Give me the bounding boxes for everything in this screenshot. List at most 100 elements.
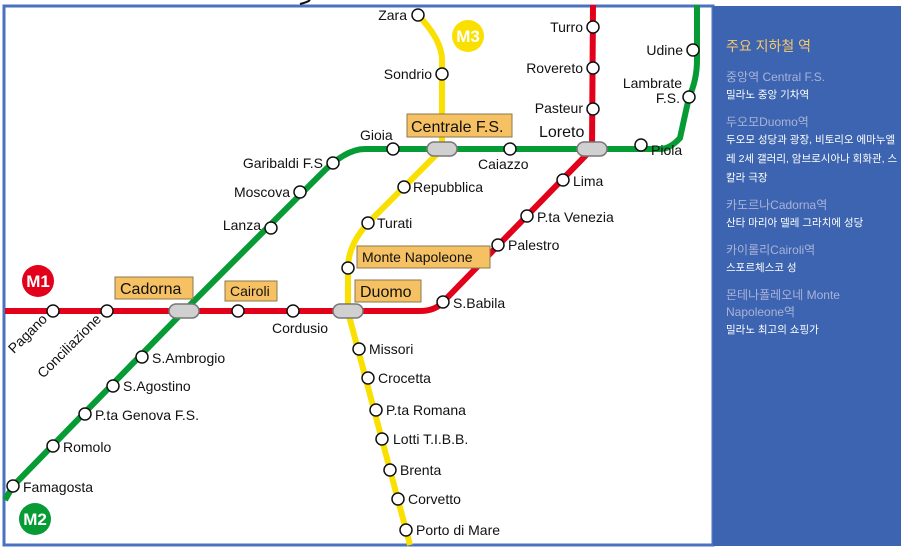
label-box-montenapoleone xyxy=(356,245,491,269)
station-zara[interactable] xyxy=(411,8,425,22)
label-missori: Missori xyxy=(369,341,413,357)
item-desc: 밀라노 중앙 기차역 xyxy=(726,89,810,101)
station-pagano[interactable] xyxy=(46,304,60,318)
label-zara: Zara xyxy=(378,7,407,23)
svg-text:M1: M1 xyxy=(26,272,50,291)
station-sondrio[interactable] xyxy=(435,67,449,81)
station-turati[interactable] xyxy=(361,216,375,230)
station-garibaldi[interactable] xyxy=(326,156,340,170)
station-rovereto[interactable] xyxy=(586,61,600,75)
label-sbabila: S.Babila xyxy=(453,295,505,311)
panel-item-centrale: 중앙역 Central F.S. 밀라노 중앙 기차역 xyxy=(726,69,901,105)
station-turro[interactable] xyxy=(586,20,600,34)
station-famagosta[interactable] xyxy=(6,479,20,493)
label-cordusio: Cordusio xyxy=(272,320,328,336)
label-box-cadorna xyxy=(114,276,194,300)
station-repubblica[interactable] xyxy=(397,180,411,194)
label-lambrate: Lambrate xyxy=(623,75,682,91)
interchange-loreto[interactable] xyxy=(576,141,608,157)
station-cordusio[interactable] xyxy=(286,304,300,318)
label-moscova: Moscova xyxy=(234,184,290,200)
label-udine: Udine xyxy=(646,42,683,58)
item-name: 몬테나폴레오네 Monte Napoleone역 xyxy=(726,288,840,319)
interchange-cadorna[interactable] xyxy=(168,303,200,319)
label-gioia: Gioia xyxy=(360,127,393,143)
station-caiazzo[interactable] xyxy=(503,142,517,156)
label-centrale: Centrale F.S. xyxy=(411,119,503,136)
station-ptaromana[interactable] xyxy=(369,403,383,417)
svg-text:M2: M2 xyxy=(23,510,47,529)
svg-text:M3: M3 xyxy=(456,27,480,46)
station-corvetto[interactable] xyxy=(391,492,405,506)
item-name: 카도르나Cadorna역 xyxy=(726,198,828,212)
panel-item-cairoli: 카이롤리Cairoli역 스포르체스코 성 xyxy=(726,242,901,278)
station-ptagenova[interactable] xyxy=(78,407,92,421)
station-sambrogio[interactable] xyxy=(135,350,149,364)
label-sagostino: S.Agostino xyxy=(123,378,191,394)
label-montenapoleone: Monte Napoleone xyxy=(362,249,473,265)
station-lotti[interactable] xyxy=(375,432,389,446)
label-rovereto: Rovereto xyxy=(526,60,583,76)
station-pasteur[interactable] xyxy=(586,102,600,116)
item-name: 두오모Duomo역 xyxy=(726,115,809,129)
station-moscova[interactable] xyxy=(293,185,307,199)
item-desc: 스포르체스코 성 xyxy=(726,262,797,274)
station-portodimare[interactable] xyxy=(399,523,413,537)
label-box-centrale xyxy=(406,113,513,138)
station-lambrate[interactable] xyxy=(682,90,696,104)
station-udine[interactable] xyxy=(686,43,700,57)
station-cairoli[interactable] xyxy=(231,304,245,318)
info-panel: 주요 지하철 역 중앙역 Central F.S. 밀라노 중앙 기차역 두오모… xyxy=(713,6,901,546)
label-palestro: Palestro xyxy=(508,237,560,253)
label-ptaromana: P.ta Romana xyxy=(386,402,466,418)
label-brenta: Brenta xyxy=(400,462,441,478)
station-montenapoleone[interactable] xyxy=(341,261,355,275)
label-pasteur: Pasteur xyxy=(535,100,584,116)
label-lima: Lima xyxy=(573,173,604,189)
interchange-centrale[interactable] xyxy=(426,141,458,157)
item-name: 중앙역 Central F.S. xyxy=(726,70,826,84)
panel-item-cadorna: 카도르나Cadorna역 산타 마리아 델레 그라치에 성당 xyxy=(726,197,901,233)
label-turro: Turro xyxy=(550,19,583,35)
station-gioia[interactable] xyxy=(386,142,400,156)
station-lanza[interactable] xyxy=(264,221,278,235)
label-garibaldi: Garibaldi F.S xyxy=(243,155,323,171)
station-crocetta[interactable] xyxy=(361,371,375,385)
station-ptavenezia[interactable] xyxy=(520,209,534,223)
label-corvetto: Corvetto xyxy=(408,491,461,507)
interchange-duomo[interactable] xyxy=(332,303,364,319)
label-famagosta: Famagosta xyxy=(23,479,93,495)
label-box-cairoli xyxy=(224,280,278,302)
station-markers xyxy=(6,8,700,537)
station-piola[interactable] xyxy=(634,138,648,152)
label-caiazzo: Caiazzo xyxy=(478,156,529,172)
panel-title: 주요 지하철 역 xyxy=(726,38,812,54)
station-sagostino[interactable] xyxy=(106,379,120,393)
label-turati: Turati xyxy=(377,215,412,231)
map-frame xyxy=(2,4,715,547)
station-romolo[interactable] xyxy=(46,439,60,453)
station-brenta[interactable] xyxy=(383,463,397,477)
decorative-stroke xyxy=(299,0,311,5)
label-sondrio: Sondrio xyxy=(384,66,432,82)
label-cairoli: Cairoli xyxy=(230,283,270,299)
label-loreto: Loreto xyxy=(539,124,584,141)
label-lanza: Lanza xyxy=(223,217,261,233)
station-conciliazione[interactable] xyxy=(100,304,114,318)
item-name: 카이롤리Cairoli역 xyxy=(726,243,816,257)
label-box-duomo xyxy=(354,279,422,303)
label-ptagenova: P.ta Genova F.S. xyxy=(95,407,199,423)
label-lotti: Lotti T.I.B.B. xyxy=(393,431,468,447)
m2-badge: M2 xyxy=(19,503,51,535)
m1-badge: M1 xyxy=(22,265,54,297)
item-desc: 산타 마리아 델레 그라치에 성당 xyxy=(726,217,864,229)
panel-item-montenapoleone: 몬테나폴레오네 Monte Napoleone역 밀라노 최고의 쇼핑가 xyxy=(726,287,901,340)
m3-badge: M3 xyxy=(452,20,484,52)
label-crocetta: Crocetta xyxy=(378,370,431,386)
station-lima[interactable] xyxy=(556,173,570,187)
label-repubblica: Repubblica xyxy=(413,179,483,195)
station-palestro[interactable] xyxy=(491,238,505,252)
station-sbabila[interactable] xyxy=(436,295,450,309)
station-missori[interactable] xyxy=(352,342,366,356)
